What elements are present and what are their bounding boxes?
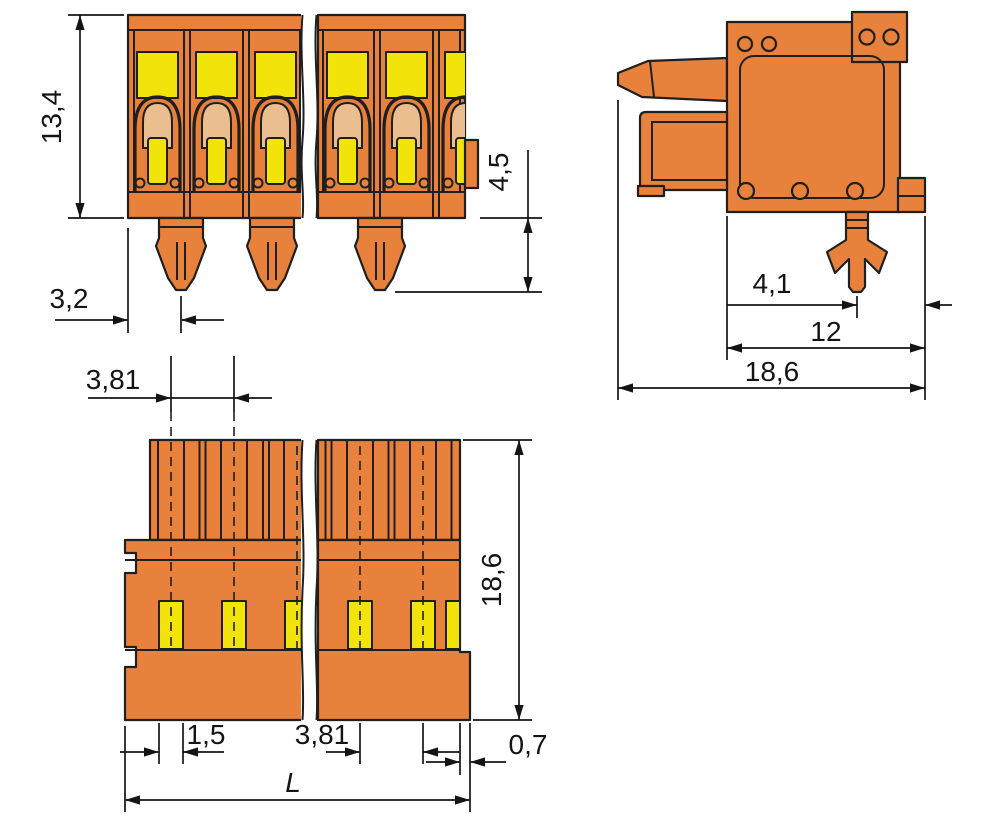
dim-total-depth: 18,6	[745, 356, 800, 387]
dim-bottom-height: 18,6	[476, 553, 507, 608]
front-view	[126, 10, 480, 292]
bottom-dimensions: 18,6 1,5 3,81 0,7 L	[120, 439, 548, 812]
side-view	[616, 10, 927, 294]
dim-depth: 12	[810, 316, 841, 347]
snap-in-foot-side	[825, 210, 889, 294]
dim-pitch-top: 3,81	[86, 364, 141, 395]
dim-front-height: 13,4	[36, 90, 67, 145]
bottom-view	[123, 412, 472, 725]
dim-foot-to-edge: 4,1	[753, 268, 792, 299]
front-dimensions: 13,4 3,2 4,5 3,81	[36, 14, 542, 412]
locking-lever	[616, 56, 729, 103]
dim-latch-width: 0,7	[509, 729, 548, 760]
dim-slot-width: 1,5	[187, 719, 226, 750]
dim-foot-protrusion: 4,5	[483, 153, 514, 192]
dim-pitch-bottom: 3,81	[295, 719, 350, 750]
side-dimensions: 4,1 12 18,6	[617, 100, 952, 400]
side-latch	[463, 138, 480, 190]
dim-edge-to-foot: 3,2	[50, 283, 89, 314]
dim-total-length: L	[285, 767, 301, 798]
